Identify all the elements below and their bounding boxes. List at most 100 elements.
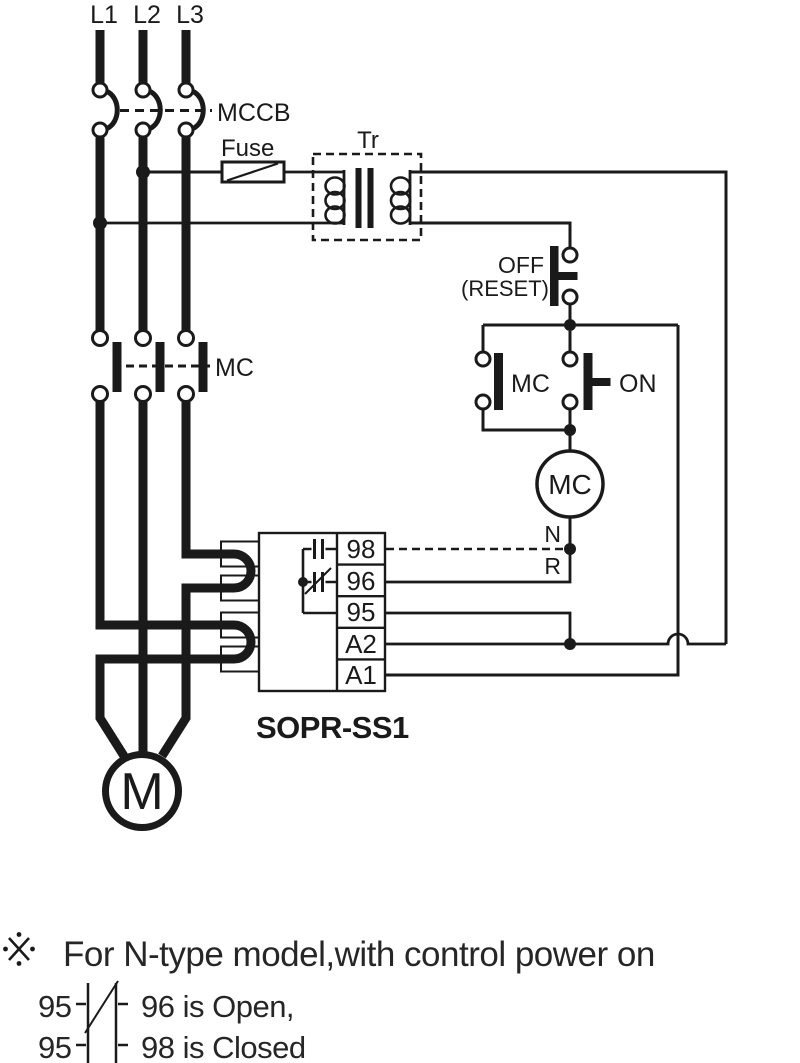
overload-relay: 98 96 95 A2 A1 SOPR-SS1 bbox=[256, 531, 410, 745]
off-button-stub bbox=[558, 272, 578, 280]
nc-contact-bar bbox=[313, 572, 316, 592]
on-button: ON bbox=[561, 331, 657, 451]
mc-main-terminal bbox=[134, 385, 152, 403]
fuse-label: Fuse bbox=[221, 135, 274, 162]
wire bbox=[481, 409, 566, 432]
secondary-coil-loop bbox=[389, 176, 412, 196]
mccb-terminal bbox=[177, 121, 195, 139]
mc-main-contact: MC bbox=[91, 329, 254, 403]
note-line2: 95 96 is Open, bbox=[38, 980, 295, 1034]
mc-aux-bar bbox=[494, 353, 503, 410]
off-contact bbox=[561, 288, 579, 306]
transformer-dashed-box bbox=[311, 152, 423, 242]
mc-main-bar bbox=[112, 342, 122, 392]
primary-coil-loop bbox=[324, 190, 346, 211]
relay-internal-contacts bbox=[298, 539, 337, 615]
transformer-label: Tr bbox=[357, 127, 379, 154]
on-contact bbox=[561, 350, 579, 368]
l1-wire-ct-loop bbox=[95, 401, 256, 759]
fuse-diagonal bbox=[226, 162, 279, 182]
reference-mark-icon bbox=[3, 932, 35, 966]
reference-mark-dot bbox=[3, 946, 8, 952]
control-transformer: Tr bbox=[100, 127, 423, 242]
off-contact bbox=[561, 246, 579, 264]
relay-name-label: SOPR-SS1 bbox=[256, 710, 409, 745]
mccb-terminal bbox=[177, 81, 195, 99]
off-reset-button: OFF (RESET) bbox=[461, 246, 579, 306]
motor-label: M bbox=[120, 763, 163, 821]
footnote: For N-type model,with control power on 9… bbox=[3, 932, 655, 1063]
mc-main-label: MC bbox=[215, 354, 254, 382]
no-contact-bar bbox=[321, 539, 324, 559]
on-button-stub bbox=[592, 378, 611, 386]
on-button-bar bbox=[583, 353, 593, 410]
relay-ct-windows bbox=[220, 540, 260, 673]
mccb-terminal bbox=[134, 121, 152, 139]
off-button-bar bbox=[550, 246, 559, 306]
mc-main-terminal bbox=[177, 329, 195, 347]
mccb-pole-arc bbox=[147, 88, 163, 132]
l3-wire-ct-loop bbox=[158, 401, 256, 759]
terminal-96: 96 bbox=[347, 566, 376, 596]
mc-aux-terminal bbox=[474, 393, 492, 411]
secondary-bottom-run bbox=[410, 221, 572, 248]
reset-label: (RESET) bbox=[461, 276, 549, 301]
note-line3: 95 98 is Closed bbox=[38, 1028, 306, 1063]
on-label: ON bbox=[619, 370, 657, 398]
mccb-terminal bbox=[91, 81, 109, 99]
mccb-label: MCCB bbox=[217, 99, 291, 127]
terminal-a1-wire bbox=[386, 325, 680, 677]
secondary-coil-loop bbox=[389, 205, 412, 225]
nc-contact-symbol-slash bbox=[84, 980, 119, 1034]
mc-main-terminal bbox=[91, 329, 109, 347]
mc-coil: MC bbox=[535, 449, 605, 519]
relay-terminal-rows bbox=[337, 563, 385, 661]
terminal-96-wire bbox=[386, 549, 572, 584]
terminal-98: 98 bbox=[347, 534, 376, 564]
terminal-95: 95 bbox=[347, 597, 376, 627]
primary-coil-loop bbox=[324, 205, 346, 225]
mc-main-terminal bbox=[91, 385, 109, 403]
mc-aux-label: MC bbox=[511, 370, 550, 398]
off-label: OFF bbox=[498, 252, 544, 278]
note-line2-text: 96 is Open, bbox=[141, 989, 294, 1024]
no-contact-bar bbox=[313, 539, 316, 559]
no-contact-symbol bbox=[76, 1028, 128, 1063]
power-mid-lines bbox=[93, 137, 191, 331]
secondary-top-run bbox=[410, 170, 728, 644]
mccb-breaker: MCCB bbox=[91, 81, 291, 139]
note-line3-text: 98 is Closed bbox=[141, 1030, 306, 1063]
mc-main-terminal bbox=[177, 385, 195, 403]
junction-dot bbox=[298, 577, 308, 587]
mc-aux-terminal bbox=[474, 350, 492, 368]
nc-contact-bar bbox=[321, 572, 324, 592]
phase-l2-label: L2 bbox=[133, 1, 161, 29]
note-line2-terminal: 95 bbox=[38, 989, 71, 1024]
power-lower-lines bbox=[95, 401, 256, 759]
terminal-95-wire bbox=[386, 611, 572, 640]
fuse: Fuse bbox=[143, 135, 286, 184]
mccb-terminal bbox=[134, 81, 152, 99]
phase-r-label: R bbox=[544, 553, 561, 579]
phase-labels: L1 L2 L3 bbox=[90, 1, 204, 29]
nc-contact-symbol bbox=[76, 983, 128, 1028]
secondary-coil-loop bbox=[389, 190, 412, 211]
neutral-label: N bbox=[544, 521, 561, 547]
reference-mark-dot bbox=[16, 932, 22, 937]
mc-coil-label: MC bbox=[548, 469, 592, 500]
power-feed-lines bbox=[95, 30, 191, 83]
mc-main-bar bbox=[198, 342, 208, 392]
note-line1: For N-type model,with control power on bbox=[63, 935, 655, 974]
reference-mark-cross bbox=[8, 937, 30, 961]
mc-aux-contact: MC bbox=[474, 325, 566, 432]
terminal-a2-wire bbox=[386, 632, 726, 646]
transformer-core-bar bbox=[367, 168, 374, 228]
mccb-pole-arc bbox=[104, 88, 120, 132]
nc-contact-slash bbox=[304, 567, 332, 595]
reference-mark-dot bbox=[30, 946, 35, 952]
junction-dot bbox=[564, 424, 576, 436]
terminal-a1: A1 bbox=[345, 660, 377, 690]
note-line3-terminal: 95 bbox=[38, 1030, 71, 1063]
